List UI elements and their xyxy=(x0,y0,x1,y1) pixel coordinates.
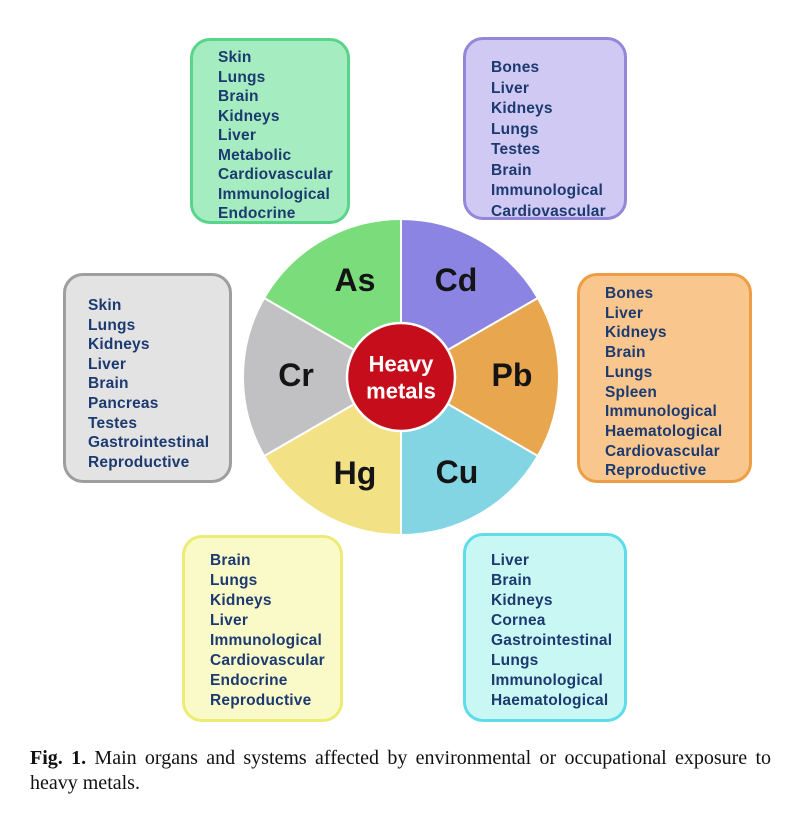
organ-item: Kidneys xyxy=(491,100,553,117)
organ-item: Liver xyxy=(218,127,257,144)
organ-item: Reproductive xyxy=(210,692,312,709)
pie-segment-label-as: As xyxy=(335,262,376,298)
organ-item: Kidneys xyxy=(605,324,667,342)
organ-item: Reproductive xyxy=(605,462,707,480)
organ-item: Liver xyxy=(88,355,127,373)
pie-center-label-line1: Heavy xyxy=(369,352,435,377)
pie-center-circle xyxy=(345,321,457,433)
figure-caption: Fig. 1. Main organs and systems affected… xyxy=(30,746,771,796)
organ-item: Brain xyxy=(491,161,532,179)
organ-item: Immunological xyxy=(210,632,322,649)
organ-item: Metabolic xyxy=(218,146,292,164)
pie-segment-pb xyxy=(400,297,560,457)
organ-item: Immunological xyxy=(491,182,603,199)
organ-item: Lungs xyxy=(210,572,258,589)
organ-item: Reproductive xyxy=(88,453,190,471)
organ-item: Cardiovascular xyxy=(210,652,325,669)
organ-item: Kidneys xyxy=(88,336,150,354)
organ-item: Lungs xyxy=(605,363,653,381)
organ-item: Pancreas xyxy=(88,394,159,412)
organ-item: Testes xyxy=(88,414,138,432)
organ-item: Cardiovascular xyxy=(491,202,606,220)
heavy-metals-pie-chart: As Cd Pb Cu Hg Cr Heavy metals xyxy=(242,218,560,536)
organ-item: Skin xyxy=(218,49,252,66)
pie-segment-label-pb: Pb xyxy=(492,357,533,393)
organ-item: Testes xyxy=(491,141,541,158)
organ-item: Endocrine xyxy=(210,672,288,689)
organ-item: Lungs xyxy=(491,652,539,669)
pie-segment-cr xyxy=(242,297,402,457)
organ-item: Gastrointestinal xyxy=(88,434,210,452)
organ-item: Immunological xyxy=(218,185,330,203)
organ-item: Liver xyxy=(605,304,644,322)
pie-segment-label-cd: Cd xyxy=(435,262,478,298)
organ-item: Liver xyxy=(491,79,530,97)
pie-segment-label-cr: Cr xyxy=(278,357,314,393)
caption-label: Fig. 1. xyxy=(30,747,87,769)
organ-item: Lungs xyxy=(218,68,266,86)
organ-item: Kidneys xyxy=(210,592,272,609)
organ-item: Lungs xyxy=(88,316,136,334)
organ-item: Kidneys xyxy=(218,107,280,125)
organ-item: Cardiovascular xyxy=(218,166,333,183)
organ-item: Haematological xyxy=(605,422,723,440)
organ-item: Kidneys xyxy=(491,592,553,609)
organ-item: Gastrointestinal xyxy=(491,632,613,649)
organ-item: Spleen xyxy=(605,383,658,401)
organ-item: Immunological xyxy=(605,403,717,421)
organ-item: Bones xyxy=(605,285,654,302)
organ-item: Brain xyxy=(218,88,259,105)
organ-item: Skin xyxy=(88,297,122,314)
organ-item: Cornea xyxy=(491,612,546,629)
caption-text: Main organs and systems affected by envi… xyxy=(30,747,772,794)
organ-item: Bones xyxy=(491,59,540,76)
organ-item: Liver xyxy=(210,612,249,629)
organ-item: Immunological xyxy=(491,672,603,689)
organ-item: Brain xyxy=(88,375,129,393)
organ-item: Brain xyxy=(210,552,251,569)
pie-segment-label-cu: Cu xyxy=(436,454,479,490)
organ-item: Liver xyxy=(491,552,530,569)
organ-item: Endocrine xyxy=(218,205,296,222)
organ-item: Brain xyxy=(605,344,646,362)
organ-item: Lungs xyxy=(491,120,539,138)
pie-center-label-line2: metals xyxy=(366,379,436,404)
organ-item: Cardiovascular xyxy=(605,442,720,460)
organ-item: Brain xyxy=(491,572,532,589)
organ-item: Haematological xyxy=(491,692,609,709)
pie-segment-label-hg: Hg xyxy=(334,455,377,491)
